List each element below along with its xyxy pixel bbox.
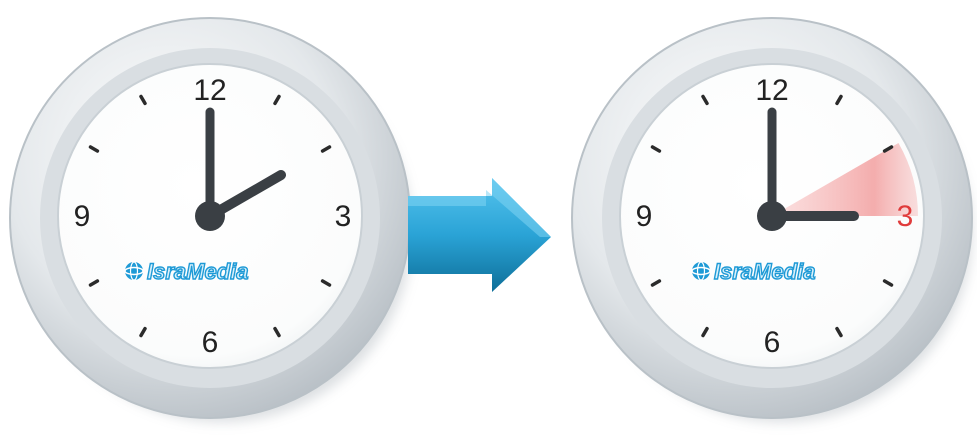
- numeral-3: 3: [335, 200, 352, 233]
- right-arrow-icon: [408, 178, 551, 292]
- globe-icon: [125, 262, 143, 280]
- numeral-6: 6: [764, 326, 781, 359]
- numeral-9: 9: [636, 200, 653, 233]
- hand-pivot: [195, 201, 225, 231]
- clock-before: 12 3 6 9 IsraMedia: [10, 18, 412, 422]
- numeral-12: 12: [755, 74, 788, 107]
- logo-text: IsraMedia: [147, 259, 249, 284]
- globe-icon: [692, 262, 710, 280]
- logo-text: IsraMedia: [714, 259, 816, 284]
- clock-after: 12 3 6 9 IsraMedia: [572, 18, 972, 422]
- numeral-6: 6: [202, 326, 219, 359]
- numeral-3: 3: [897, 200, 914, 233]
- numeral-12: 12: [193, 74, 226, 107]
- numeral-9: 9: [74, 200, 91, 233]
- hand-pivot: [757, 201, 787, 231]
